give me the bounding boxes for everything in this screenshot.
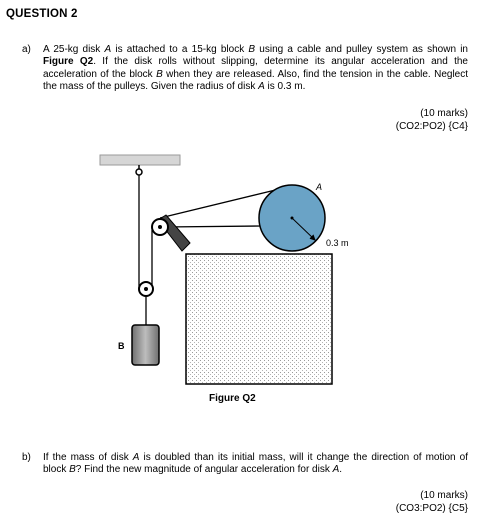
block-b bbox=[131, 324, 160, 366]
part-b-text-2: is doubled than its initial mass, will i… bbox=[43, 452, 468, 476]
part-b-text: If the mass of disk A is doubled than it… bbox=[43, 452, 468, 477]
ceiling-hook bbox=[135, 168, 143, 176]
part-a-text-2: is attached to a 15-kg block bbox=[111, 44, 249, 55]
part-a-var-b: B bbox=[248, 44, 256, 55]
cable-lower-run bbox=[162, 225, 263, 228]
ceiling-support bbox=[99, 154, 181, 166]
part-a-text-6: is 0.3 m. bbox=[264, 81, 306, 93]
part-a-var-a: A bbox=[104, 44, 112, 55]
radius-arrow bbox=[291, 217, 316, 241]
part-a-code: (CO2:PO2) {C4} bbox=[395, 121, 468, 132]
part-b-text-4: . bbox=[339, 464, 343, 476]
part-a-var-a2: A bbox=[258, 81, 265, 93]
figure-caption: Figure Q2 bbox=[209, 393, 256, 404]
part-a-text-3: using a cable and pulley system as shown… bbox=[255, 44, 468, 55]
label-disk-a: A bbox=[315, 182, 322, 192]
part-b-text-1: If the mass of disk bbox=[43, 452, 133, 463]
cable-to-disk bbox=[159, 185, 293, 219]
part-a-var-b2: B bbox=[156, 68, 163, 80]
part-a-label: a) bbox=[22, 44, 31, 55]
part-a-text-5: when they are released. Also, find the t… bbox=[43, 68, 468, 93]
part-b-text-3: ? Find the new magnitude of angular acce… bbox=[75, 464, 333, 476]
label-radius: 0.3 m bbox=[326, 238, 349, 248]
question-heading: QUESTION 2 bbox=[6, 8, 78, 20]
part-a-marks: (10 marks) bbox=[420, 108, 468, 119]
part-a-text: A 25-kg disk A is attached to a 15-kg bl… bbox=[43, 44, 468, 94]
part-b-var-a: A bbox=[132, 452, 140, 463]
part-b-marks: (10 marks) bbox=[420, 490, 468, 501]
part-b-label: b) bbox=[22, 452, 31, 463]
label-block-b: B bbox=[118, 341, 125, 351]
part-b-code: (CO3:PO2) {C5} bbox=[395, 503, 468, 514]
part-a-figure-ref: Figure Q2 bbox=[43, 56, 94, 68]
part-a-text-4: . If the disk rolls without slipping, de… bbox=[43, 56, 468, 80]
part-b-var-a2: A bbox=[332, 464, 340, 476]
support-block bbox=[185, 253, 333, 385]
part-a-text-1: A 25-kg disk bbox=[43, 44, 105, 55]
figure-q2-diagram: A 0.3 m B bbox=[99, 154, 349, 385]
part-b-var-b: B bbox=[69, 464, 76, 476]
